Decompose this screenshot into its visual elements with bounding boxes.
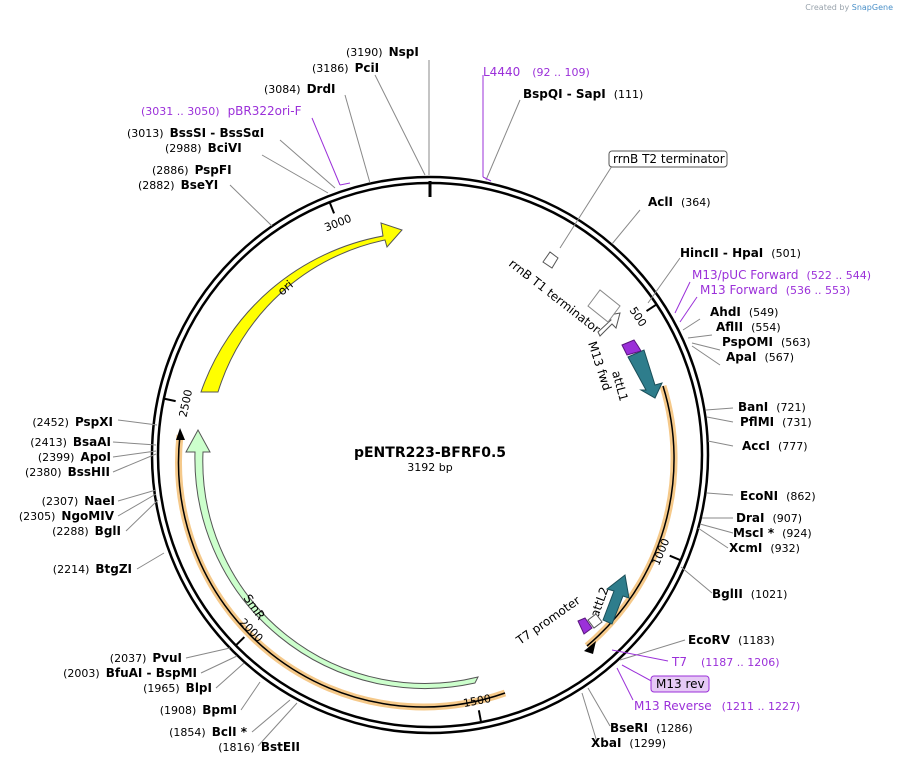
backbone	[150, 175, 710, 735]
site-BglII: BglII(1021)	[712, 587, 787, 601]
site-BlpI: (1965)BlpI	[143, 681, 212, 695]
site-DraI: DraI(907)	[736, 511, 802, 525]
site-HincII: HincII - HpaI(501)	[680, 246, 801, 260]
site-BanI: BanI(721)	[738, 400, 806, 414]
tick-label-3000: 3000	[323, 212, 354, 234]
rrnB-T2-box	[608, 150, 728, 168]
site-PspXI: (2452)PspXI	[32, 415, 113, 429]
site-BseYI: (2882)BseYI	[138, 178, 218, 192]
tick-mark-1000	[669, 554, 682, 562]
site-PvuI: (2037)PvuI	[110, 651, 182, 665]
site-XbaI: XbaI(1299)	[591, 736, 666, 750]
tick-mark-3000	[328, 201, 335, 214]
insert-arrowhead-2	[176, 428, 185, 440]
insert-arrowhead-1	[584, 641, 596, 654]
site-BpmI: (1908)BpmI	[160, 703, 237, 717]
site-BciVI: (2988)BciVI	[165, 141, 242, 155]
rrnB-T2-label: rrnB T2 terminator	[613, 152, 725, 166]
T7-promoter-arrow	[587, 613, 603, 629]
rrnB-T1-outline	[587, 289, 621, 323]
primer-T7: T7(1187 .. 1206)	[671, 655, 780, 669]
tick-label-1000: 1000	[650, 537, 673, 568]
site-PspOMI: PspOMI(563)	[722, 335, 811, 349]
tick-label-500: 500	[627, 305, 649, 330]
T7-promoter-label: T7 promoter	[513, 593, 583, 648]
primer-M13-rev-box	[650, 675, 710, 693]
site-ApoI: (2399)ApoI	[38, 450, 111, 464]
site-AhdI: AhdI(549)	[710, 305, 778, 319]
tick-mark-2500	[163, 397, 176, 403]
M13-fwd-arrow	[621, 339, 642, 356]
site-BfuAI: (2003)BfuAI - BspMI	[63, 666, 197, 680]
site-BspQI: BspQI - SapI(111)	[523, 87, 643, 101]
site-BseRI: BseRI(1286)	[610, 721, 693, 735]
SmR-feature	[185, 428, 479, 690]
site-BglI: (2288)BglI	[52, 524, 121, 538]
site-NaeI: (2307)NaeI	[42, 494, 115, 508]
rrnB-T1-label: rrnB T1 terminator	[506, 256, 603, 336]
primer-M13-Forward: M13 Forward(536 .. 553)	[700, 283, 850, 297]
plasmid-size: 3192 bp	[407, 461, 452, 474]
primer-M13-pUC-Forward: M13/pUC Forward(522 .. 544)	[692, 268, 871, 282]
site-BsaAI: (2413)BsaAI	[30, 435, 111, 449]
tick-label-2500: 2500	[177, 388, 196, 418]
site-AflII: AflII(554)	[716, 320, 781, 334]
site-MscI: MscI *(924)	[733, 526, 812, 540]
site-EcoNI: EcoNI(862)	[740, 489, 816, 503]
site-PflMI: PflMI(731)	[740, 415, 812, 429]
primer-pBR322ori-F: (3031 .. 3050)pBR322ori-F	[141, 104, 302, 118]
attL2-feature	[602, 574, 630, 625]
site-NspI: (3190)NspI	[346, 45, 419, 59]
site-BtgZI: (2214)BtgZI	[53, 562, 132, 576]
primer-M13-rev: M13 rev	[656, 677, 705, 691]
rrnB-T2-arrow	[542, 251, 559, 269]
site-labels-left: (2452)PspXI (2413)BsaAI (2399)ApoI (2380…	[19, 415, 300, 754]
M13-rev-arrow	[577, 617, 593, 635]
snapgene-logo: SnapGene	[851, 3, 893, 12]
M13-fwd-label: M13 fwd	[585, 340, 614, 393]
ori-feature	[200, 222, 403, 393]
primer-labels: L4440(92 .. 109) (3031 .. 3050)pBR322ori…	[141, 65, 871, 713]
site-XcmI: XcmI(932)	[729, 541, 800, 555]
tick-mark-1500	[477, 710, 483, 723]
site-AccI: AccI(777)	[742, 439, 808, 453]
tick-mark-500	[645, 303, 658, 312]
primer-M13-Reverse: M13 Reverse(1211 .. 1227)	[634, 699, 800, 713]
attL1-feature	[627, 349, 663, 399]
site-DrdI: (3084)DrdI	[264, 82, 336, 96]
site-EcoRV: EcoRV(1183)	[688, 633, 775, 647]
site-BssSI: (3013)BssSI - BssSαI	[127, 126, 264, 140]
snapgene-brand: Created by SnapGene	[805, 3, 893, 12]
site-BssHII: (2380)BssHII	[25, 465, 110, 479]
leader-lines	[112, 60, 734, 747]
site-ApaI: ApaI(567)	[726, 350, 794, 364]
tick-label-1500: 1500	[462, 692, 492, 710]
site-labels: (3190)NspI (3186)PciI (3084)DrdI (3013)B…	[127, 45, 816, 750]
primer-L4440: L4440(92 .. 109)	[483, 65, 590, 79]
site-BstEII: (1816)BstEII	[218, 740, 300, 754]
plasmid-name: pENTR223-BFRF0.5	[354, 445, 506, 461]
site-PspFI: (2886)PspFI	[152, 163, 232, 177]
tick-mark-2000	[235, 636, 246, 647]
primer-leader-lines	[311, 75, 698, 701]
site-NgoMIV: (2305)NgoMIV	[19, 509, 115, 523]
site-AclI: AclI(364)	[648, 195, 711, 209]
site-BclI: (1854)BclI *	[169, 725, 248, 739]
site-PciI: (3186)PciI	[312, 61, 379, 75]
